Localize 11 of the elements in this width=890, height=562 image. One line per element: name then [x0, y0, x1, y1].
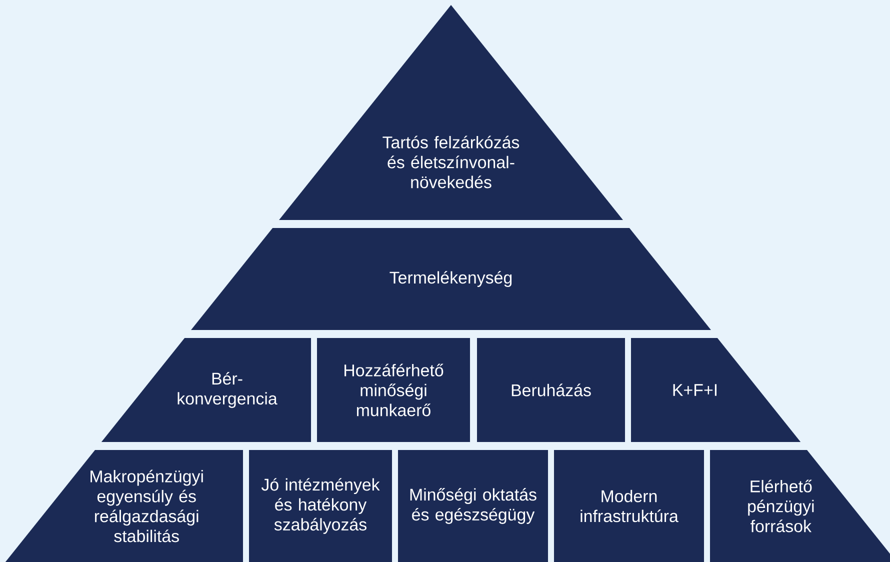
pyramid-block: Jó intézmények és hatékony szabályozás [249, 450, 392, 562]
pyramid-top-triangle: Tartós felzárkózás és életszínvonal-növekedés [279, 5, 623, 220]
pyramid-block: Makropénzügyi egyensúly és reálgazdasági stabilitás [5, 450, 243, 562]
pyramid-block: Bér- konvergencia [101, 338, 311, 442]
pyramid-block: Modern infrastruktúra [554, 450, 704, 562]
pyramid-block: Termelékenység [191, 228, 711, 330]
pyramid-block: Hozzáférhető minőségi munkaerő [317, 338, 470, 442]
pyramid-block: Beruházás [477, 338, 625, 442]
pyramid-block: K+F+I [631, 338, 801, 442]
pyramid-block: Elérhető pénzügyi források [710, 450, 890, 562]
pyramid-block: Minőségi oktatás és egészségügy [398, 450, 548, 562]
